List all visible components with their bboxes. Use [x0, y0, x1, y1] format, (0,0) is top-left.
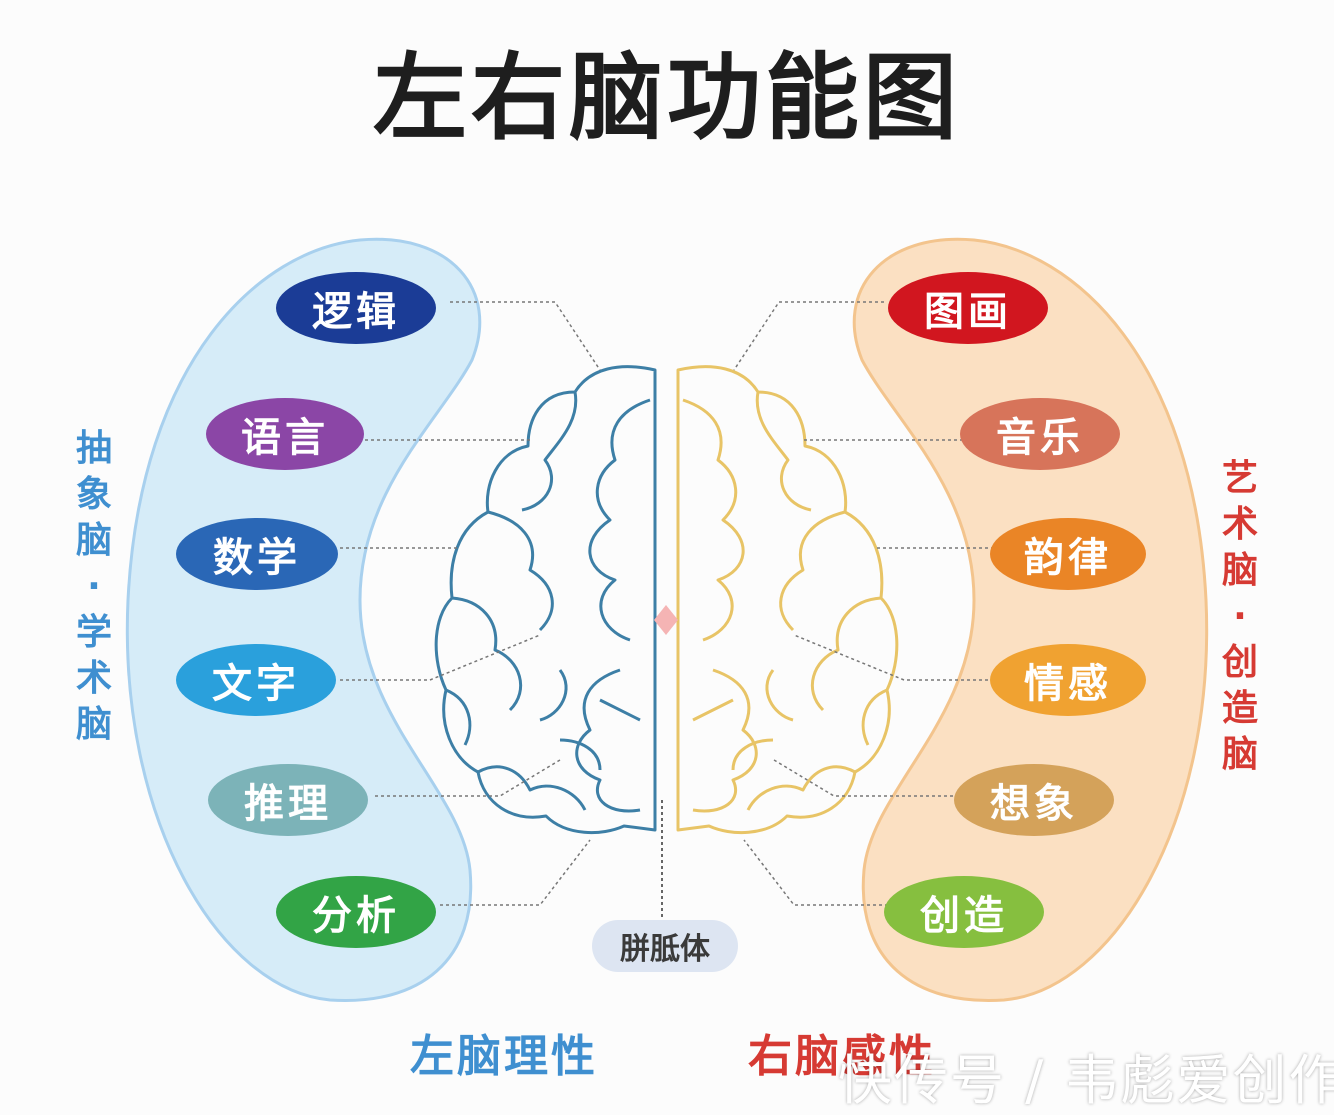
- page-title: 左右脑功能图: [372, 44, 961, 153]
- side-char: 造: [1221, 688, 1258, 729]
- oval-label: 逻辑: [312, 289, 400, 335]
- oval-label: 想象: [990, 781, 1078, 827]
- oval-label: 情感: [1024, 661, 1112, 707]
- side-char: 艺: [1221, 458, 1258, 499]
- corpus-callosum-label: 胼胝体: [592, 920, 738, 972]
- oval-emotion: 情感: [990, 644, 1146, 716]
- oval-drawing: 图画: [888, 272, 1048, 344]
- oval-imagination: 想象: [954, 764, 1114, 836]
- side-char: 创: [1221, 642, 1258, 683]
- right-brain-label: 右脑感性: [748, 1031, 936, 1082]
- side-char: 抽: [75, 428, 112, 469]
- left-side-label: 抽 象 脑 · 学 术 脑: [70, 426, 118, 748]
- oval-music: 音乐: [960, 398, 1120, 470]
- center-diamond: [654, 605, 678, 635]
- oval-logic: 逻辑: [276, 272, 436, 344]
- oval-language: 语言: [206, 398, 364, 470]
- oval-label: 推理: [244, 781, 332, 827]
- oval-label: 音乐: [996, 415, 1084, 461]
- oval-rhythm: 韵律: [990, 518, 1146, 590]
- oval-label: 文字: [212, 661, 300, 707]
- side-char: 脑: [75, 520, 112, 561]
- side-char: 术: [1221, 504, 1258, 545]
- oval-reasoning: 推理: [208, 764, 368, 836]
- side-char: 学: [75, 612, 112, 653]
- oval-label: 创造: [920, 893, 1008, 939]
- side-char: 象: [75, 474, 112, 515]
- side-dot: ·: [1233, 596, 1247, 637]
- oval-label: 数学: [213, 535, 301, 581]
- side-char: 术: [75, 658, 112, 699]
- oval-label: 图画: [924, 289, 1012, 335]
- oval-text: 文字: [176, 644, 336, 716]
- right-connectors: [733, 301, 994, 906]
- left-brain-label: 左脑理性: [410, 1031, 598, 1082]
- right-hemisphere: [676, 365, 899, 835]
- oval-creation: 创造: [884, 876, 1044, 948]
- side-char: 脑: [1221, 734, 1258, 775]
- side-char: 脑: [1221, 550, 1258, 591]
- side-char: 脑: [75, 704, 112, 745]
- oval-label: 韵律: [1024, 535, 1112, 581]
- watermark: 快传号 / 韦彪爱创作: [838, 1049, 1334, 1112]
- side-dot: ·: [87, 566, 101, 607]
- left-connectors: [340, 301, 601, 906]
- oval-label: 语言: [241, 415, 329, 461]
- left-hemisphere: [434, 365, 657, 835]
- oval-analysis: 分析: [276, 876, 436, 948]
- oval-label: 分析: [312, 893, 400, 939]
- right-side-label: 艺 术 脑 · 创 造 脑: [1216, 456, 1264, 778]
- oval-math: 数学: [176, 518, 338, 590]
